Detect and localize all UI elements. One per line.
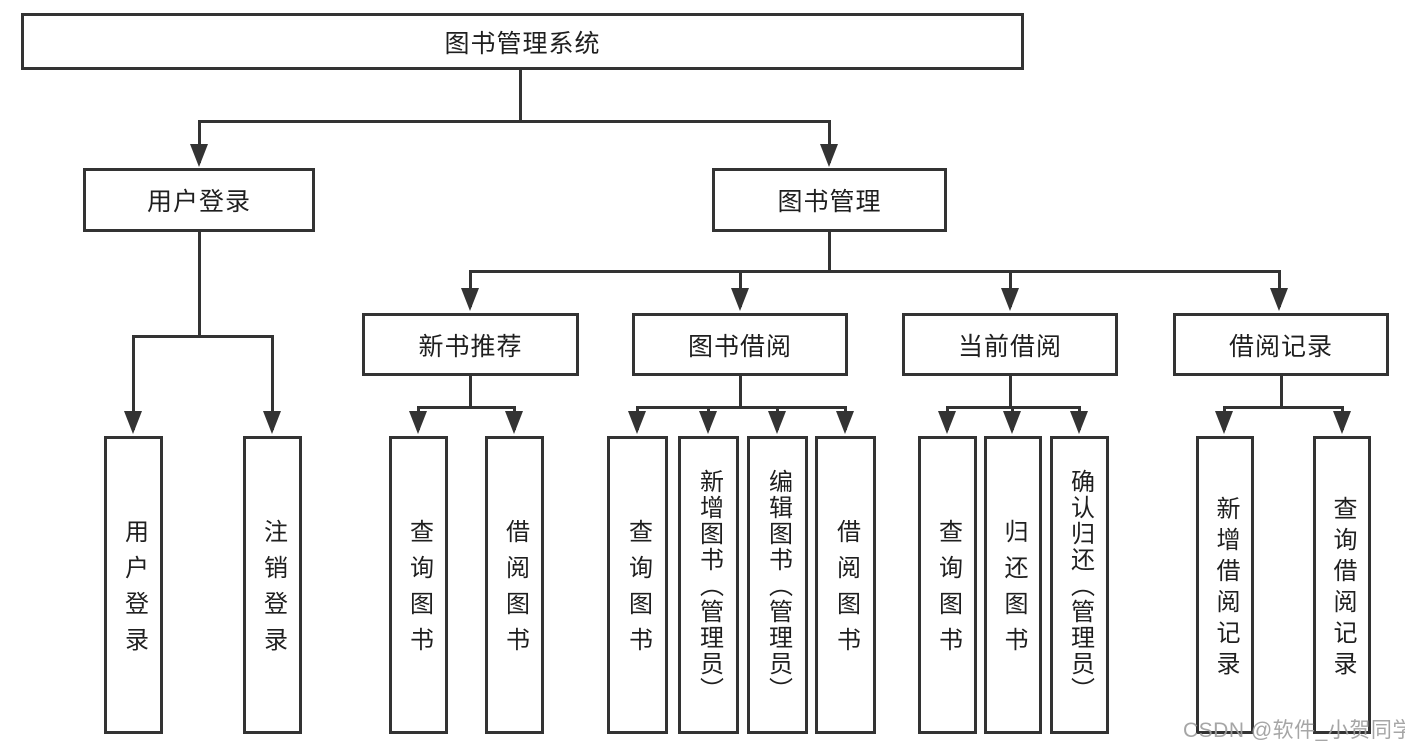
arrow-down-icon bbox=[263, 411, 281, 434]
arrow-down-icon bbox=[768, 411, 786, 434]
leaf-query-borrow-record: 查询借阅记录 bbox=[1313, 436, 1371, 734]
node-new-book-recommend-label: 新书推荐 bbox=[418, 332, 523, 361]
arrow-down-icon bbox=[1215, 411, 1233, 434]
arrow-down-icon bbox=[190, 144, 208, 167]
leaf-query-books-current: 查询图书 bbox=[918, 436, 977, 734]
arrow-down-icon bbox=[124, 411, 142, 434]
connector-line-vertical bbox=[1279, 376, 1283, 409]
arrow-down-icon bbox=[731, 288, 749, 311]
connector-line-vertical bbox=[1008, 376, 1012, 409]
connector-line-horizontal bbox=[416, 405, 516, 409]
leaf-borrow-books-recommend-label: 借阅图书 bbox=[501, 519, 529, 663]
leaf-edit-books-admin-label: 编辑图书（管理员） bbox=[764, 469, 792, 703]
watermark: CSDN @软件_小贺同学 bbox=[1183, 719, 1405, 742]
connector-line-horizontal bbox=[635, 405, 847, 409]
leaf-query-books-borrow: 查询图书 bbox=[607, 436, 668, 734]
arrow-down-icon bbox=[505, 411, 523, 434]
arrow-down-icon bbox=[836, 411, 854, 434]
node-new-book-recommend: 新书推荐 bbox=[362, 313, 579, 376]
arrow-down-icon bbox=[628, 411, 646, 434]
node-book-management: 图书管理 bbox=[712, 168, 947, 232]
node-user-login-label: 用户登录 bbox=[146, 188, 251, 216]
connector-line-vertical bbox=[270, 336, 274, 430]
node-user-login: 用户登录 bbox=[83, 168, 315, 232]
leaf-query-borrow-record-label: 查询借阅记录 bbox=[1329, 495, 1356, 682]
leaf-return-books: 归还图书 bbox=[984, 436, 1042, 734]
leaf-user-login: 用户登录 bbox=[104, 436, 163, 734]
connector-line-vertical bbox=[827, 232, 831, 273]
leaf-query-books-recommend: 查询图书 bbox=[389, 436, 448, 734]
connector-line-vertical bbox=[197, 121, 201, 163]
leaf-logout: 注销登录 bbox=[243, 436, 302, 734]
leaf-user-login-label: 用户登录 bbox=[120, 519, 148, 663]
leaf-confirm-return-admin: 确认归还（管理员） bbox=[1050, 436, 1109, 734]
connector-line-vertical bbox=[197, 232, 201, 338]
connector-line-vertical bbox=[518, 70, 522, 122]
leaf-borrow-books-label: 借阅图书 bbox=[832, 519, 860, 663]
connector-line-vertical bbox=[738, 376, 742, 409]
leaf-return-books-label: 归还图书 bbox=[1000, 519, 1027, 663]
connector-line-horizontal bbox=[1222, 405, 1344, 409]
arrow-down-icon bbox=[1003, 411, 1021, 434]
arrow-down-icon bbox=[1270, 288, 1288, 311]
arrow-down-icon bbox=[820, 144, 838, 167]
connector-line-vertical bbox=[131, 336, 135, 430]
leaf-confirm-return-admin-label: 确认归还（管理员） bbox=[1066, 469, 1094, 703]
connector-line-horizontal bbox=[197, 119, 831, 123]
node-current-borrow-label: 当前借阅 bbox=[957, 332, 1062, 361]
leaf-add-books-admin-label: 新增图书（管理员） bbox=[695, 469, 723, 703]
arrow-down-icon bbox=[461, 288, 479, 311]
connector-line-vertical bbox=[468, 376, 472, 409]
leaf-edit-books-admin: 编辑图书（管理员） bbox=[747, 436, 808, 734]
arrow-down-icon bbox=[699, 411, 717, 434]
arrow-down-icon bbox=[1001, 288, 1019, 311]
connector-line-horizontal bbox=[468, 269, 1281, 273]
node-borrow-records: 借阅记录 bbox=[1173, 313, 1389, 376]
node-root-label: 图书管理系统 bbox=[444, 29, 601, 58]
arrow-down-icon bbox=[409, 411, 427, 434]
node-book-borrow: 图书借阅 bbox=[632, 313, 848, 376]
leaf-logout-label: 注销登录 bbox=[259, 519, 287, 663]
arrow-down-icon bbox=[1333, 411, 1351, 434]
leaf-add-books-admin: 新增图书（管理员） bbox=[678, 436, 739, 734]
leaf-query-books-borrow-label: 查询图书 bbox=[624, 519, 652, 663]
leaf-borrow-books-recommend: 借阅图书 bbox=[485, 436, 544, 734]
node-root: 图书管理系统 bbox=[21, 13, 1024, 70]
arrow-down-icon bbox=[938, 411, 956, 434]
node-current-borrow: 当前借阅 bbox=[902, 313, 1118, 376]
arrow-down-icon bbox=[1070, 411, 1088, 434]
node-book-management-label: 图书管理 bbox=[777, 188, 882, 216]
connector-line-vertical bbox=[827, 121, 831, 163]
leaf-query-books-recommend-label: 查询图书 bbox=[405, 519, 433, 663]
node-borrow-records-label: 借阅记录 bbox=[1228, 332, 1333, 361]
node-book-borrow-label: 图书借阅 bbox=[687, 332, 792, 361]
leaf-add-borrow-record-label: 新增借阅记录 bbox=[1212, 495, 1239, 682]
connector-line-horizontal bbox=[131, 334, 274, 338]
leaf-query-books-current-label: 查询图书 bbox=[934, 519, 962, 663]
leaf-add-borrow-record: 新增借阅记录 bbox=[1196, 436, 1254, 734]
leaf-borrow-books: 借阅图书 bbox=[815, 436, 876, 734]
